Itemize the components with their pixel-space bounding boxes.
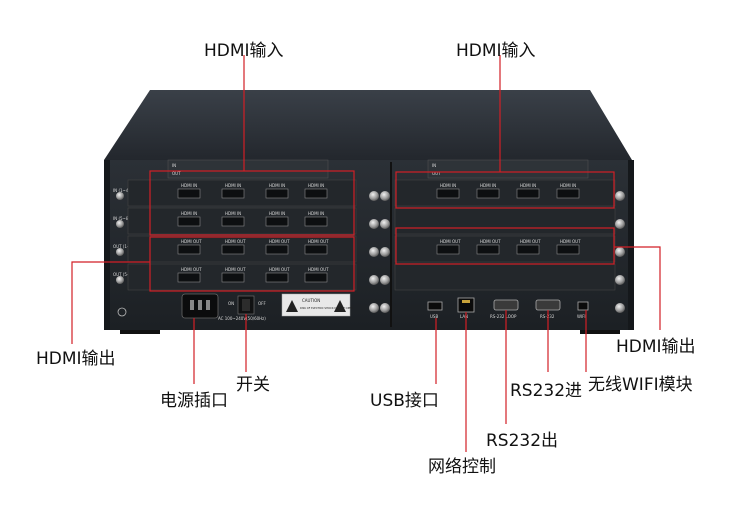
label-strip-out-right: OUT xyxy=(432,171,441,176)
port-label: HDMI OUT xyxy=(308,267,329,272)
callout-hdmi-input-right: HDMI输入 xyxy=(456,41,536,61)
chassis-top xyxy=(104,90,632,160)
port-label: HDMI OUT xyxy=(520,239,541,244)
port-label: HDMI OUT xyxy=(308,239,329,244)
port-label: HDMI OUT xyxy=(480,239,501,244)
rs232-port xyxy=(535,299,561,311)
callout-hdmi-output-right: HDMI输出 xyxy=(616,337,696,357)
port-label: HDMI OUT xyxy=(225,239,246,244)
port-label: HDMI IN xyxy=(181,211,197,216)
callout-usb-port: USB接口 xyxy=(370,391,439,411)
switch-on-label: ON xyxy=(228,301,234,306)
label-strip-out: OUT xyxy=(172,171,181,176)
caution-label xyxy=(281,293,351,317)
callout-leaders xyxy=(71,55,661,452)
highlight-boxes xyxy=(149,170,615,292)
port-label: HDMI IN xyxy=(225,211,241,216)
port-label: HDMI IN xyxy=(560,183,576,188)
callout-switch: 开关 xyxy=(236,375,270,395)
row-label-in-5-8: IN (5~8) xyxy=(113,216,130,221)
port-label: HDMI OUT xyxy=(560,239,581,244)
caution-title: CAUTION xyxy=(302,298,320,303)
port-label: HDMI OUT xyxy=(440,239,461,244)
port-label: HDMI IN xyxy=(269,211,285,216)
row-label-out-5-8: OUT (5~8) xyxy=(113,272,135,277)
port-label: HDMI OUT xyxy=(225,267,246,272)
hdmi-ports-left xyxy=(177,188,328,283)
rs232-loop-port xyxy=(493,299,519,311)
rs232-loop-label: RS-232 LOOP xyxy=(490,314,517,319)
callout-hdmi-output-left: HDMI输出 xyxy=(36,349,116,369)
label-strip-in-right: IN xyxy=(432,163,436,168)
card-slots-left xyxy=(127,179,357,291)
port-label: HDMI OUT xyxy=(269,267,290,272)
port-label: HDMI OUT xyxy=(181,267,202,272)
wifi-port-label: WIFI xyxy=(577,314,586,319)
callout-rs232-out: RS232出 xyxy=(486,431,559,451)
power-rating-label: AC 100~240V(50/60Hz) xyxy=(218,316,266,321)
label-strip-in: IN xyxy=(172,163,176,168)
port-label: HDMI IN xyxy=(520,183,536,188)
port-label: HDMI IN xyxy=(225,183,241,188)
callout-power-socket: 电源插口 xyxy=(160,391,228,411)
hdmi-ports-right xyxy=(436,188,580,255)
usb-port xyxy=(427,301,443,311)
callout-rs232-in: RS232进 xyxy=(510,381,583,401)
switch-off-label: OFF xyxy=(258,301,266,306)
port-label: HDMI IN xyxy=(440,183,456,188)
callout-wifi-module: 无线WIFI模块 xyxy=(588,375,693,395)
port-label: HDMI IN xyxy=(480,183,496,188)
port-label: HDMI IN xyxy=(308,211,324,216)
callout-network-control: 网络控制 xyxy=(428,457,496,477)
port-label: HDMI IN xyxy=(308,183,324,188)
bnc-connectors xyxy=(116,191,625,313)
port-label: HDMI IN xyxy=(181,183,197,188)
callout-hdmi-input-left: HDMI输入 xyxy=(204,41,284,61)
usb-port-label: USB xyxy=(430,314,438,319)
port-label: HDMI IN xyxy=(269,183,285,188)
port-label: HDMI OUT xyxy=(181,239,202,244)
port-label: HDMI OUT xyxy=(269,239,290,244)
lan-port-label: LAN xyxy=(460,314,468,319)
caution-text: RISK OF ELECTRIC SHOCK DO NOT OPEN xyxy=(300,306,353,310)
wifi-port xyxy=(577,301,589,311)
row-label-out-1-4: OUT (1~4) xyxy=(113,244,135,249)
row-label-in-1-4: IN (1~4) xyxy=(113,188,130,193)
